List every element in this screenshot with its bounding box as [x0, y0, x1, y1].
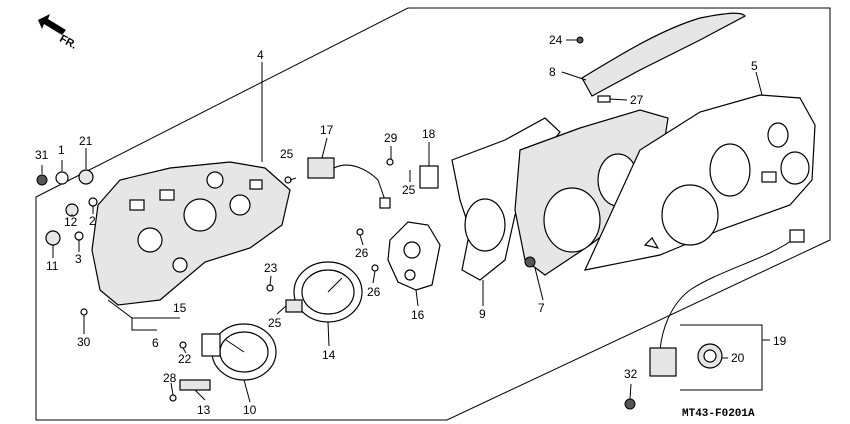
callout-21: 21 [79, 134, 93, 148]
tachometer-part [169, 323, 277, 402]
callout-14: 14 [322, 348, 336, 362]
front-direction-arrow-icon [38, 14, 66, 35]
meter-panel-part [514, 109, 669, 276]
speedometer-part [266, 261, 363, 323]
callout-25-c: 25 [268, 316, 282, 330]
meter-lower-cover-part [583, 94, 816, 271]
callout-2: 2 [89, 214, 96, 228]
callout-29: 29 [384, 131, 398, 145]
callout-23: 23 [264, 261, 278, 275]
leader-lines [41, 39, 770, 403]
callout-25-a: 25 [280, 147, 294, 161]
exploded-view-frame [35, 7, 831, 421]
callout-5: 5 [751, 59, 758, 73]
callout-26-a: 26 [355, 246, 369, 260]
callout-26-b: 26 [367, 285, 381, 299]
callout-22: 22 [178, 352, 192, 366]
callout-17: 17 [320, 123, 334, 137]
callout-32: 32 [624, 367, 638, 381]
callout-19: 19 [773, 334, 787, 348]
direction-label: FR. [57, 33, 78, 52]
callout-15: 15 [173, 301, 187, 315]
callout-11: 11 [46, 259, 59, 273]
callout-6: 6 [152, 336, 159, 350]
callout-1: 1 [58, 143, 65, 157]
callout-7: 7 [538, 301, 545, 315]
callout-27: 27 [630, 93, 644, 107]
callout-4: 4 [257, 48, 264, 62]
meter-garnish-part [576, 12, 746, 103]
meter-case-part [91, 161, 291, 306]
printed-circuit-part [356, 221, 441, 291]
callout-28: 28 [163, 371, 177, 385]
callout-20: 20 [731, 351, 745, 365]
callout-8: 8 [549, 65, 556, 79]
callout-10: 10 [243, 403, 257, 417]
diagram-code: MT43-F0201A [682, 408, 755, 420]
callout-12: 12 [64, 215, 78, 229]
callout-labels: 31 1 21 2 12 11 3 4 25 17 29 18 25 26 26… [35, 33, 787, 417]
callout-13: 13 [197, 403, 211, 417]
callout-31: 31 [35, 148, 49, 162]
callout-24: 24 [549, 33, 563, 47]
callout-9: 9 [479, 307, 486, 321]
callout-30: 30 [77, 335, 91, 349]
callout-3: 3 [75, 252, 82, 266]
small-parts-left [36, 169, 98, 316]
thermo-sensor-part [624, 229, 805, 410]
callout-25-b: 25 [402, 183, 416, 197]
callout-18: 18 [422, 127, 436, 141]
callout-16: 16 [411, 308, 425, 322]
